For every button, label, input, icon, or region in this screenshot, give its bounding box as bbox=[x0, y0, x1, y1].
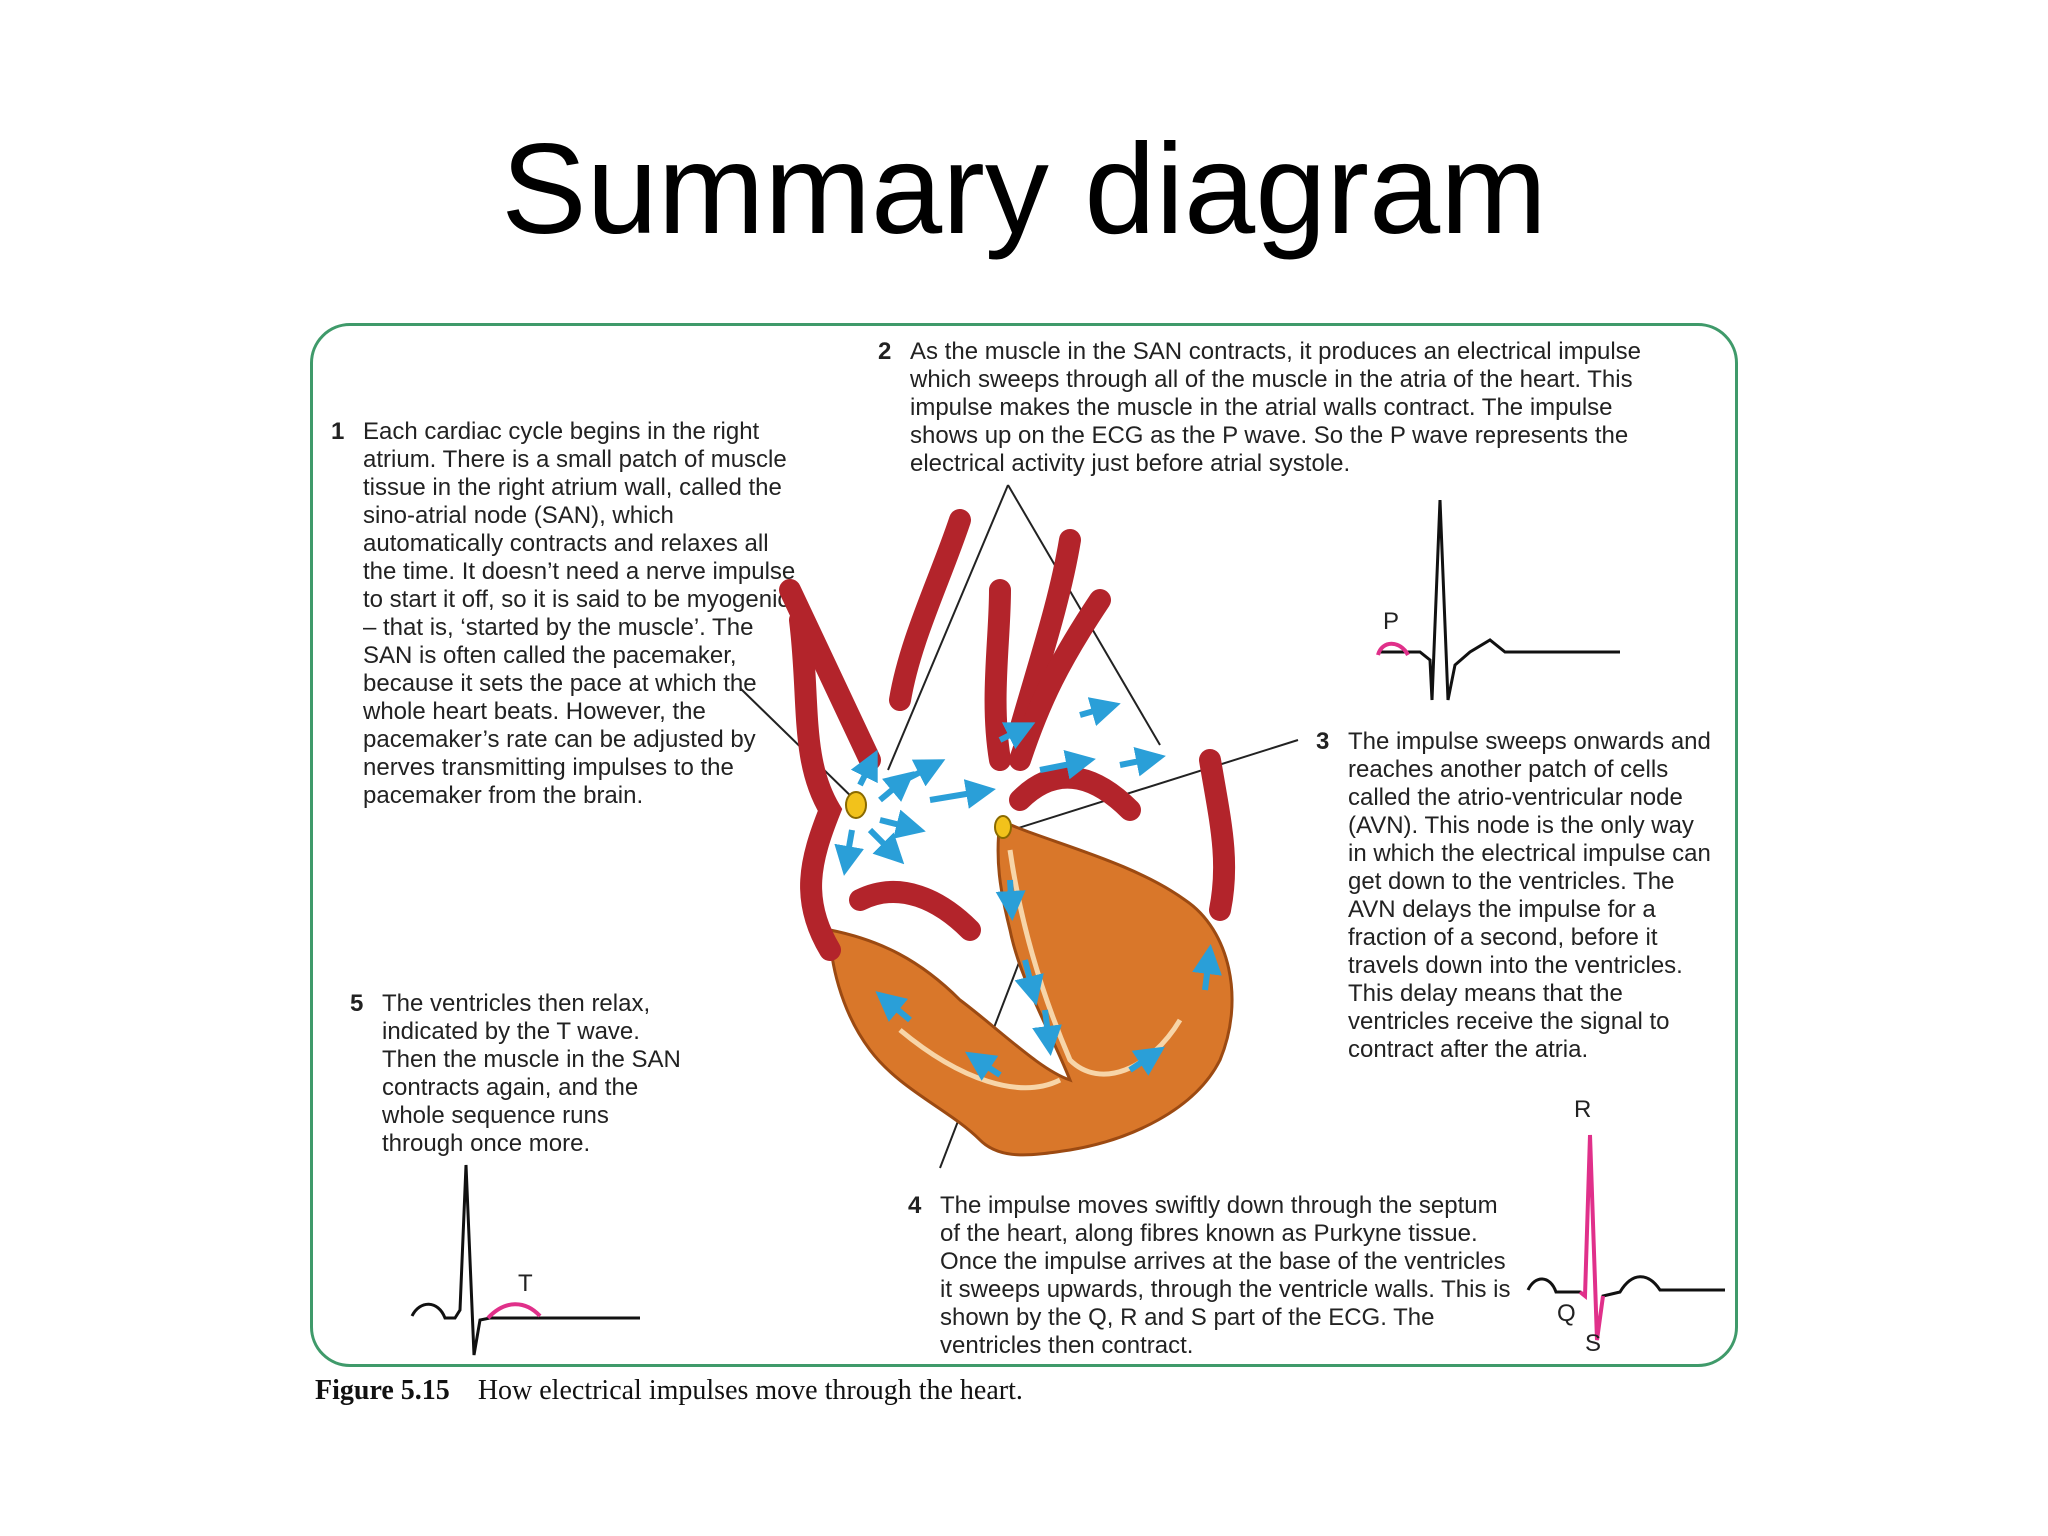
p-wave-highlight bbox=[1376, 641, 1410, 657]
step-2: 2 As the muscle in the SAN contracts, it… bbox=[878, 338, 1680, 478]
step-4: 4 The impulse moves swiftly down through… bbox=[908, 1192, 1520, 1360]
step-number: 4 bbox=[908, 1192, 922, 1219]
step-1: 1 Each cardiac cycle begins in the right… bbox=[331, 418, 803, 810]
slide-title: Summary diagram bbox=[501, 118, 1547, 261]
step-text: The impulse sweeps onwards and reaches a… bbox=[1348, 728, 1711, 1063]
purkyne-fibre bbox=[898, 1028, 1062, 1091]
step-5: 5 The ventricles then relax, indicated b… bbox=[350, 990, 682, 1158]
step-text: As the muscle in the SAN contracts, it p… bbox=[910, 338, 1641, 477]
step-number: 3 bbox=[1316, 728, 1330, 755]
atrio-ventricular-node bbox=[994, 815, 1012, 839]
step-3: 3 The impulse sweeps onwards and reaches… bbox=[1316, 728, 1713, 1064]
sino-atrial-node bbox=[845, 791, 867, 819]
step-text: The impulse moves swiftly down through t… bbox=[940, 1192, 1511, 1359]
ecg-label-s: S bbox=[1585, 1330, 1602, 1357]
ecg-label-t: T bbox=[518, 1270, 533, 1297]
step-number: 5 bbox=[350, 990, 364, 1017]
t-wave-highlight bbox=[486, 1302, 542, 1320]
figure-caption: Figure 5.15 How electrical impulses move … bbox=[315, 1375, 1023, 1407]
ecg-label-p: P bbox=[1383, 608, 1400, 635]
step-text: The ventricles then relax, indicated by … bbox=[382, 990, 681, 1157]
caption-number: Figure 5.15 bbox=[315, 1375, 450, 1406]
step-text: Each cardiac cycle begins in the right a… bbox=[363, 418, 796, 809]
ecg-label-r: R bbox=[1574, 1096, 1592, 1123]
step-number: 1 bbox=[331, 418, 345, 445]
ecg-label-q: Q bbox=[1557, 1300, 1576, 1327]
caption-text: How electrical impulses move through the… bbox=[477, 1375, 1023, 1406]
qrs-highlight bbox=[1578, 1134, 1605, 1341]
impulse-arrows bbox=[834, 697, 1222, 1081]
step-number: 2 bbox=[878, 338, 892, 365]
